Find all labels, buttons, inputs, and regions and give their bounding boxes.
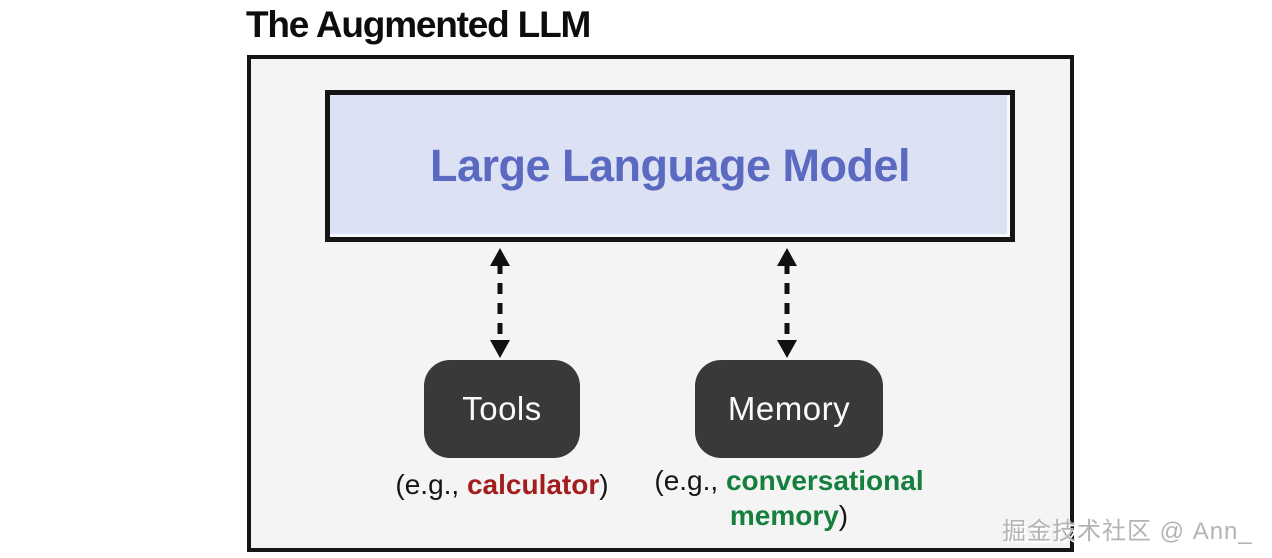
dashed-double-arrow-memory-icon bbox=[777, 248, 797, 358]
tools-caption: (e.g., calculator) bbox=[352, 467, 652, 502]
memory-caption: (e.g., conversational memory) bbox=[639, 463, 939, 533]
memory-caption-highlight-line2: memory bbox=[729, 500, 839, 531]
memory-node: Memory bbox=[695, 360, 883, 458]
tools-caption-prefix: (e.g., bbox=[395, 469, 467, 500]
tools-caption-suffix: ) bbox=[599, 469, 609, 500]
memory-node-label: Memory bbox=[727, 390, 851, 427]
llm-box-label: Large Language Model bbox=[429, 140, 911, 191]
page-title: The Augmented LLM bbox=[246, 4, 591, 45]
watermark: 掘金技术社区 @ Ann_ bbox=[1002, 518, 1253, 545]
memory-caption-highlight-line1: conversational bbox=[725, 465, 924, 496]
tools-node-label: Tools bbox=[462, 390, 542, 427]
diagram-frame: Large Language Model Tools Memory (e.g.,… bbox=[247, 55, 1074, 552]
tools-caption-highlight: calculator bbox=[466, 469, 600, 500]
llm-box: Large Language Model bbox=[325, 90, 1015, 242]
memory-caption-prefix: (e.g., bbox=[654, 465, 726, 496]
dashed-double-arrow-tools-icon bbox=[490, 248, 510, 358]
tools-node: Tools bbox=[424, 360, 580, 458]
memory-caption-suffix: ) bbox=[838, 500, 849, 531]
